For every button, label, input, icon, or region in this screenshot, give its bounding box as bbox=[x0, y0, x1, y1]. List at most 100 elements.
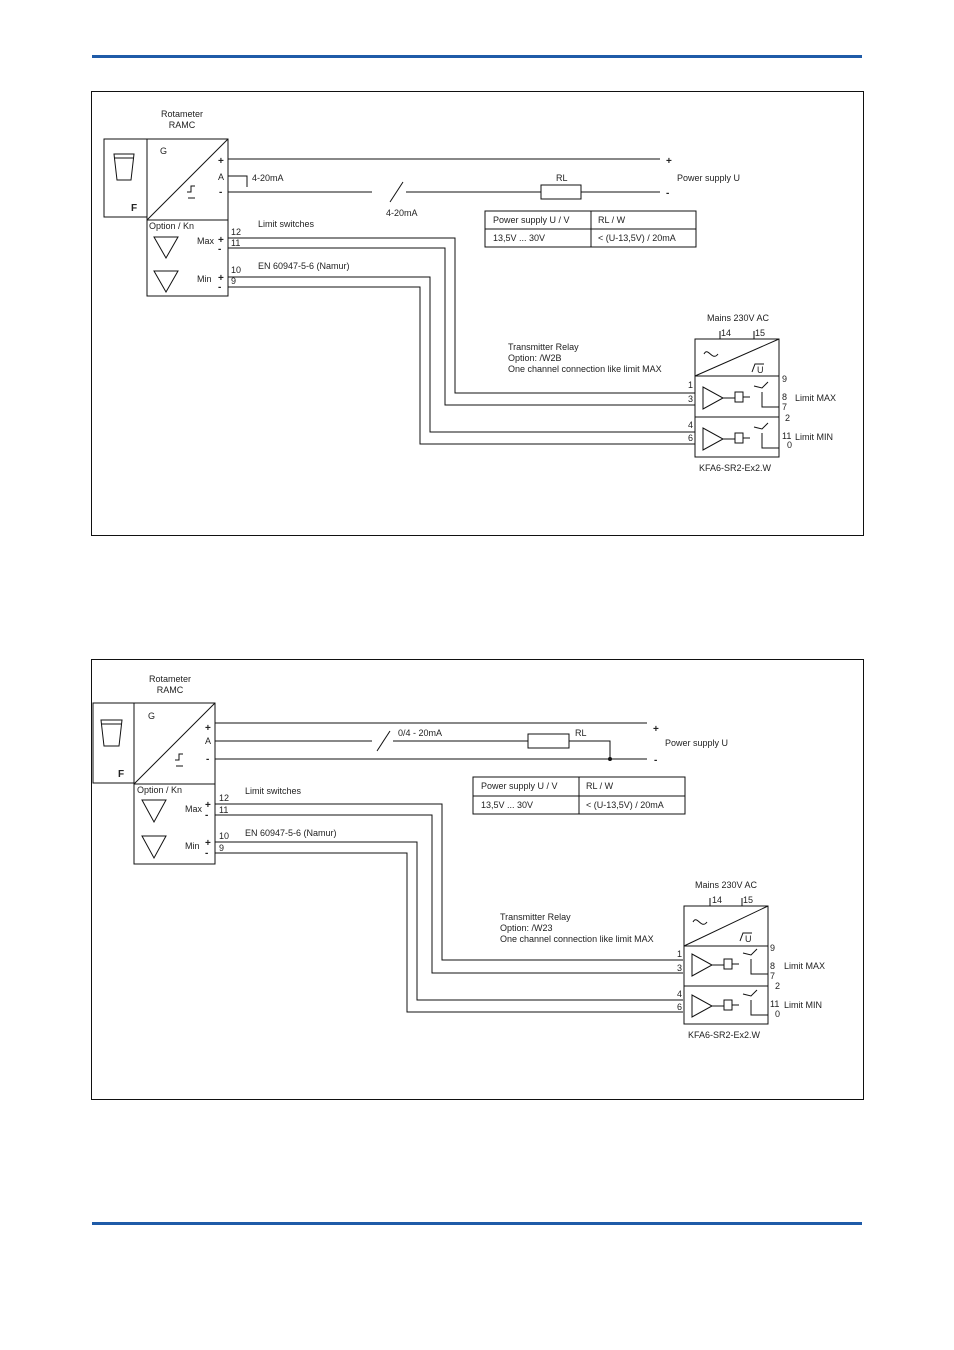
label-g: G bbox=[160, 146, 167, 156]
device-subtitle: RAMC bbox=[157, 685, 184, 695]
float-tube-box bbox=[103, 138, 148, 218]
min-label: Min bbox=[197, 274, 212, 284]
power-supply-label: Power supply U bbox=[677, 173, 740, 183]
max-sensor-icon bbox=[153, 236, 179, 260]
option-box bbox=[146, 219, 229, 297]
table-header-rl: RL / W bbox=[586, 781, 614, 791]
load-resistor bbox=[527, 733, 570, 749]
ac-wave-icon bbox=[692, 919, 708, 925]
terminal-12: 12 bbox=[231, 227, 241, 237]
max-sensor-icon bbox=[141, 799, 167, 824]
relay-model: KFA6-SR2-Ex2.W bbox=[688, 1030, 761, 1040]
power-minus: - bbox=[666, 188, 669, 199]
table-value-rl: < (U-13,5V) / 20mA bbox=[586, 800, 664, 810]
float-icon bbox=[113, 153, 135, 181]
table-header-rl: RL / W bbox=[598, 215, 626, 225]
terminal-9: 9 bbox=[219, 843, 224, 853]
svg-text:7: 7 bbox=[770, 971, 775, 981]
terminal-a: A bbox=[218, 172, 224, 182]
device-title: Rotameter bbox=[161, 109, 203, 119]
wiring-diagram-1: Rotameter RAMC F G + A - 4-20mA 4-20mA R… bbox=[91, 91, 864, 536]
pulse-icon bbox=[187, 185, 195, 199]
power-minus: - bbox=[654, 755, 657, 766]
svg-text:-: - bbox=[218, 282, 221, 293]
svg-text:9: 9 bbox=[770, 943, 775, 953]
contact-max-icon bbox=[732, 948, 768, 975]
relay-option: Option: /W23 bbox=[500, 923, 553, 933]
terminal-9: 9 bbox=[231, 276, 236, 286]
diagram-1-canvas: Rotameter RAMC F G + A - 4-20mA 4-20mA R… bbox=[103, 109, 836, 473]
relay-channel-min bbox=[694, 416, 780, 458]
relay-title: Transmitter Relay bbox=[500, 912, 571, 922]
terminal-10: 10 bbox=[231, 265, 241, 275]
transmitter-diagonal bbox=[146, 138, 229, 221]
terminal-14: 14 bbox=[712, 895, 722, 905]
rl-label: RL bbox=[575, 728, 587, 738]
min-sensor-icon bbox=[153, 270, 179, 294]
svg-text:+: + bbox=[205, 800, 211, 811]
float-icon bbox=[100, 719, 123, 747]
rl-label: RL bbox=[556, 173, 568, 183]
max-label: Max bbox=[185, 804, 203, 814]
label-f: F bbox=[118, 769, 124, 780]
svg-text:-: - bbox=[218, 244, 221, 255]
svg-text:+: + bbox=[218, 235, 224, 246]
max-label: Max bbox=[197, 236, 215, 246]
terminal-plus: + bbox=[205, 723, 211, 734]
relay-note: One channel connection like limit MAX bbox=[500, 934, 654, 944]
svg-text:8: 8 bbox=[782, 392, 787, 402]
svg-text:U: U bbox=[745, 934, 752, 944]
amplifier-max-icon bbox=[691, 953, 714, 977]
option-label: Option / Kn bbox=[137, 785, 182, 795]
load-resistor bbox=[540, 184, 582, 200]
option-label: Option / Kn bbox=[149, 221, 194, 231]
amplifier-min-icon bbox=[691, 994, 714, 1018]
terminal-11: 11 bbox=[219, 805, 228, 815]
ac-wave-icon bbox=[703, 351, 719, 357]
terminal-plus: + bbox=[218, 156, 224, 167]
svg-text:6: 6 bbox=[677, 1002, 682, 1012]
svg-text:11: 11 bbox=[770, 999, 779, 1009]
limit-min-label: Limit MIN bbox=[784, 1000, 822, 1010]
terminal-minus: - bbox=[219, 187, 222, 198]
svg-text:9: 9 bbox=[782, 374, 787, 384]
device-subtitle: RAMC bbox=[169, 120, 196, 130]
relay-channel-min bbox=[683, 985, 769, 1025]
option-box bbox=[133, 783, 216, 865]
svg-text:1: 1 bbox=[688, 380, 693, 390]
terminal-14: 14 bbox=[721, 328, 731, 338]
relay-note: One channel connection like limit MAX bbox=[508, 364, 662, 374]
svg-text:2: 2 bbox=[775, 981, 780, 991]
terminal-12: 12 bbox=[219, 793, 229, 803]
svg-text:U: U bbox=[757, 365, 764, 375]
terminal-15: 15 bbox=[743, 895, 753, 905]
contact-max-icon bbox=[743, 381, 779, 408]
wiring-diagram-2: Rotameter RAMC F G + A - 0/4 - 20mA RL +… bbox=[91, 659, 864, 1100]
min-sensor-icon bbox=[141, 835, 167, 860]
svg-text:+: + bbox=[218, 273, 224, 284]
svg-text:11: 11 bbox=[782, 431, 791, 441]
svg-text:4: 4 bbox=[688, 420, 693, 430]
contact-min-icon bbox=[743, 422, 779, 449]
table-value-supply: 13,5V ... 30V bbox=[481, 800, 533, 810]
terminal-10: 10 bbox=[219, 831, 229, 841]
svg-text:4: 4 bbox=[677, 989, 682, 999]
min-label: Min bbox=[185, 841, 200, 851]
table-value-rl: < (U-13,5V) / 20mA bbox=[598, 233, 676, 243]
power-plus: + bbox=[653, 724, 659, 735]
meter-label: 4-20mA bbox=[386, 208, 418, 218]
limit-max-label: Limit MAX bbox=[784, 961, 825, 971]
namur-label: EN 60947-5-6 (Namur) bbox=[245, 828, 337, 838]
table-header-supply: Power supply U / V bbox=[493, 215, 570, 225]
svg-text:2: 2 bbox=[785, 413, 790, 423]
amplifier-min-icon bbox=[702, 427, 725, 451]
svg-text:1: 1 bbox=[677, 949, 682, 959]
limit-switches-label: Limit switches bbox=[245, 786, 302, 796]
pulse-icon bbox=[175, 753, 183, 767]
terminal-11: 11 bbox=[231, 238, 240, 248]
amplifier-max-icon bbox=[702, 386, 725, 410]
junction-dot bbox=[608, 757, 612, 761]
label-g: G bbox=[148, 711, 155, 721]
svg-text:0: 0 bbox=[787, 440, 792, 450]
terminal-a: A bbox=[205, 736, 211, 746]
